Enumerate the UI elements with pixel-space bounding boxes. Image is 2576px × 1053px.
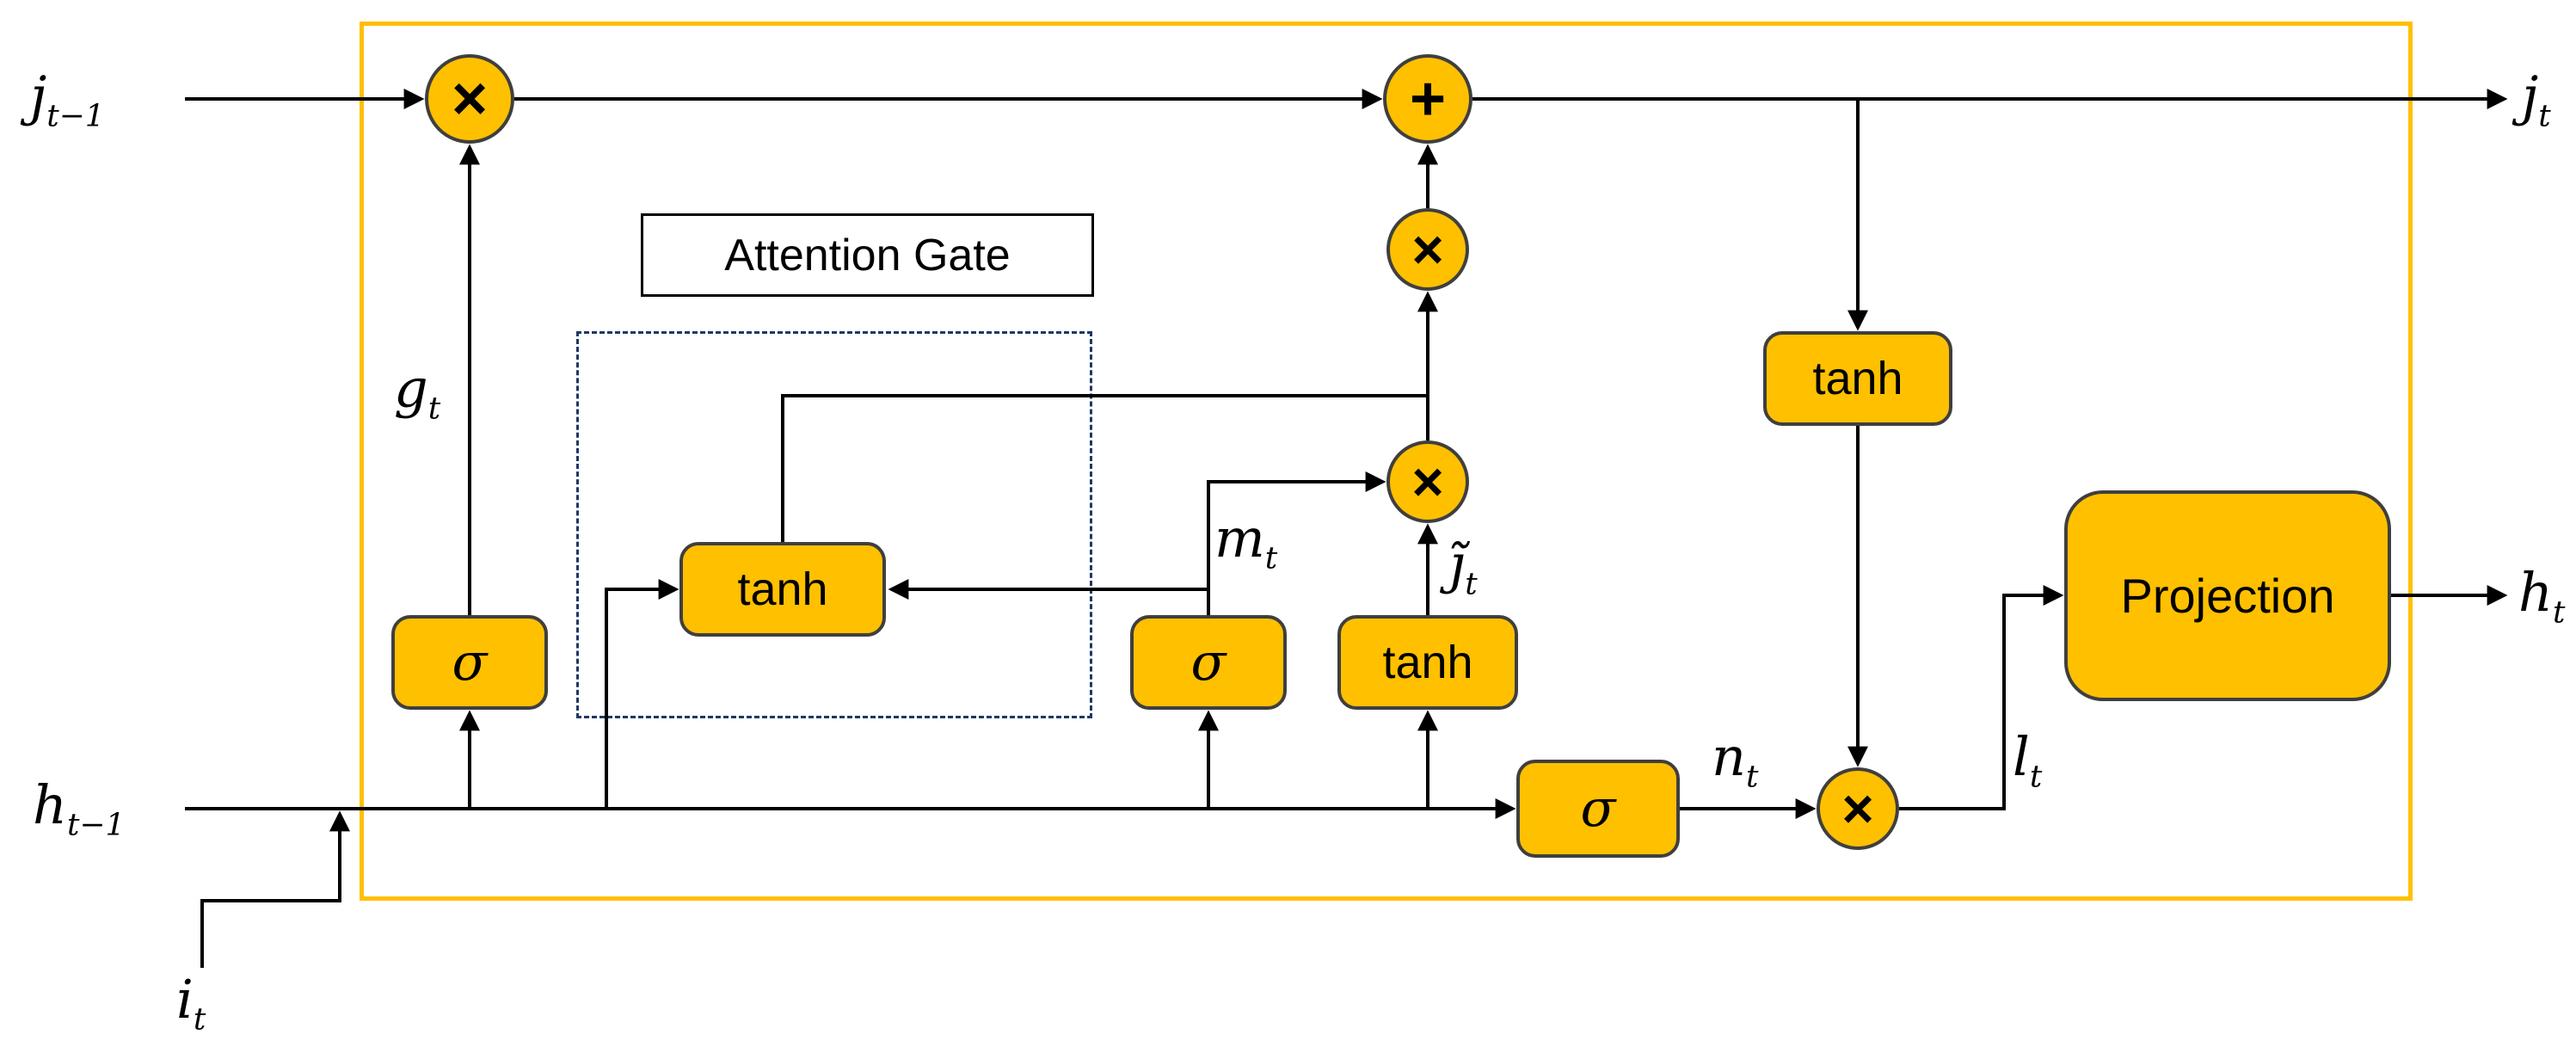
label-h-prev: ht−1 [33, 773, 125, 840]
sigma-output-node: σ [1516, 760, 1680, 858]
label-h-prev-sub: t−1 [66, 807, 126, 843]
label-h-next-base: h [2518, 561, 2553, 624]
edge-output-multiply-to-projection [1899, 585, 2064, 810]
projection-node: Projection [2064, 490, 2391, 701]
label-j-next: jt [2522, 65, 2551, 131]
attention-gate-region [576, 331, 1092, 718]
label-n-gate-sub: t [1745, 759, 1759, 795]
label-j-next-sub: t [2538, 98, 2551, 134]
label-g-gate: gt [394, 357, 440, 423]
sigma-forget-node: σ [391, 615, 548, 710]
tanh-attention-node: tanh [679, 542, 886, 637]
label-j-prev: jt−1 [30, 65, 105, 131]
edge-it-to-hline [200, 810, 350, 968]
label-l-output-sub: t [2029, 759, 2043, 795]
label-j-prev-base: j [30, 65, 47, 127]
attention-gate-label-box: Attention Gate [641, 213, 1094, 297]
cell-boundary-box [360, 22, 2413, 901]
forget-multiply-node: × [425, 54, 514, 144]
output-multiply-node: × [1817, 767, 1899, 850]
sigma-input-node: σ [1130, 615, 1287, 710]
label-j-prev-sub: t−1 [46, 98, 105, 134]
label-i-input: it [176, 968, 206, 1034]
label-h-prev-base: h [33, 773, 67, 836]
label-n-gate-base: n [1712, 725, 1746, 788]
label-n-gate: nt [1712, 725, 1758, 791]
label-h-next-sub: t [2552, 594, 2566, 631]
tanh-candidate-node: tanh [1337, 615, 1518, 710]
label-j-next-base: j [2522, 65, 2539, 127]
cell-add-node: + [1383, 54, 1472, 144]
attention-multiply-node: × [1386, 208, 1469, 291]
edge-sigma-input-to-candidate-multiply [1207, 471, 1386, 615]
label-j-tilde: ȷ̃t [1448, 533, 1478, 599]
label-m-gate-base: m [1214, 507, 1265, 570]
label-l-output: lt [2013, 725, 2042, 791]
label-j-tilde-base: ȷ̃ [1448, 533, 1466, 595]
label-g-gate-sub: t [427, 391, 441, 427]
edge-tanh-attention-output [781, 394, 1428, 542]
label-j-tilde-sub: t [1465, 566, 1478, 602]
label-i-input-sub: t [193, 1001, 206, 1038]
edge-hline-to-tanh-attention [605, 579, 679, 809]
label-m-gate-sub: t [1264, 540, 1278, 576]
label-l-output-base: l [2013, 725, 2030, 788]
tanh-cell-node: tanh [1763, 331, 1952, 426]
label-g-gate-base: g [394, 357, 428, 420]
label-h-next: ht [2518, 561, 2565, 627]
label-i-input-base: i [176, 968, 194, 1031]
label-m-gate: mt [1214, 507, 1277, 573]
candidate-multiply-node: × [1386, 440, 1469, 523]
